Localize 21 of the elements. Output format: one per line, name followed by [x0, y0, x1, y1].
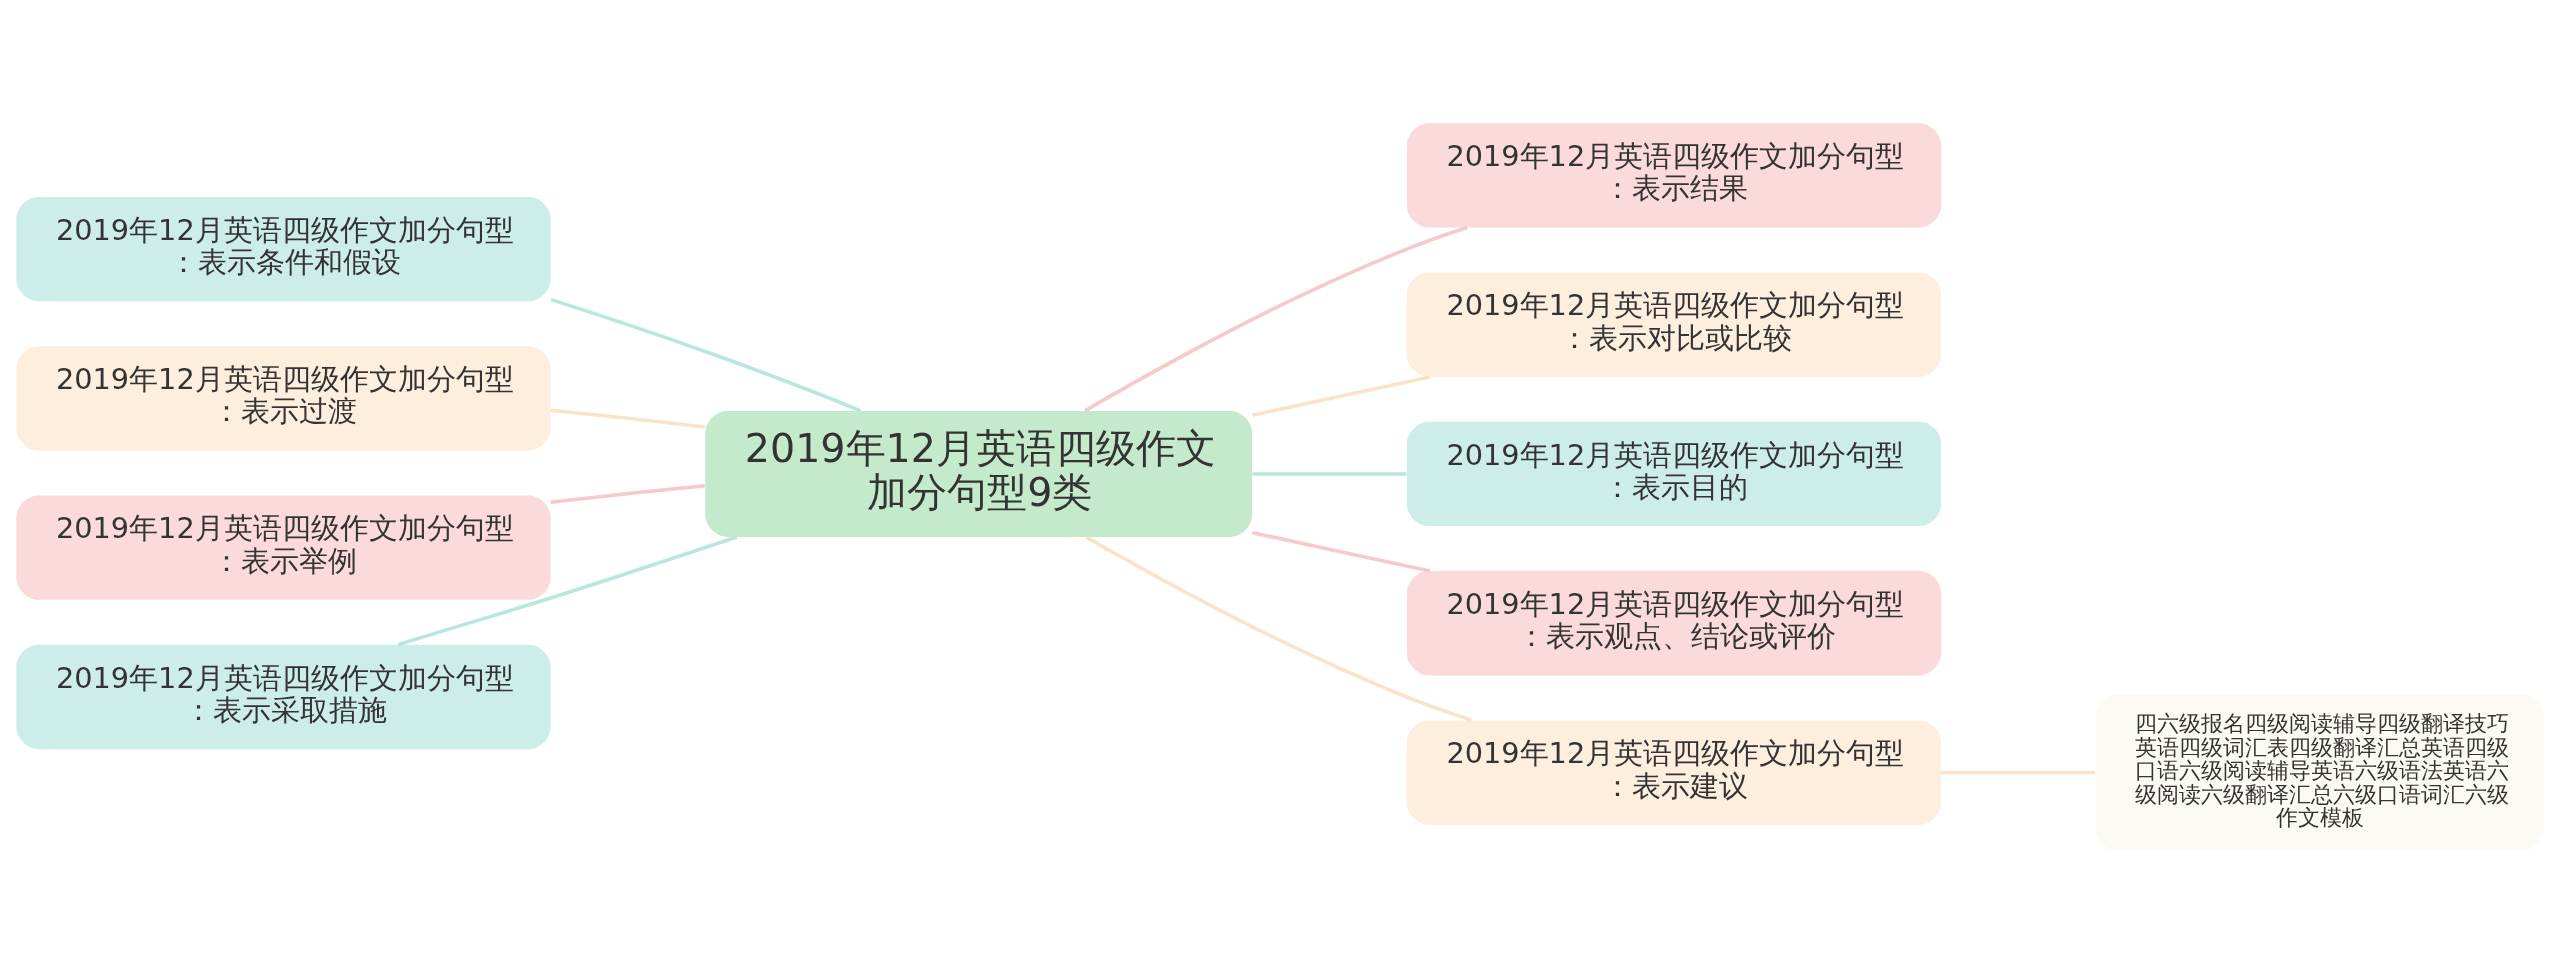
connector	[397, 534, 738, 647]
connector	[1084, 225, 1468, 412]
connector	[1252, 530, 1431, 573]
node-box: 2019年12月英语四级作文加分句型：表示结果	[1406, 122, 1942, 227]
connector	[1085, 535, 1472, 722]
node-box: 2019年12月英语四级作文加分句型：表示举例	[16, 495, 551, 600]
connector	[1941, 770, 2096, 774]
connector	[550, 483, 705, 504]
connector	[1252, 471, 1407, 476]
node-box: 2019年12月英语四级作文加分句型：表示条件和假设	[16, 196, 551, 301]
node-box: 2019年12月英语四级作文加分句型：表示观点、结论或评价	[1406, 570, 1942, 675]
node-box: 2019年12月英语四级作文加分句型：表示目的	[1406, 421, 1942, 526]
node-box: 2019年12月英语四级作文加分句型9类	[705, 410, 1253, 537]
connector	[550, 408, 705, 429]
node-box: 四六级报名四级阅读辅导四级翻译技巧英语四级词汇表四级翻译汇总英语四级口语六级阅读辅导英语六级语法英语六级阅读六级翻译汇总六级口语词汇六级作文模板	[2095, 693, 2544, 851]
connector	[550, 297, 862, 413]
node-box: 2019年12月英语四级作文加分句型：表示过渡	[16, 345, 551, 451]
node-box: 2019年12月英语四级作文加分句型：表示采取措施	[16, 644, 551, 749]
node-box: 2019年12月英语四级作文加分句型：表示对比或比较	[1406, 272, 1942, 377]
connector	[1252, 374, 1431, 417]
node-box: 2019年12月英语四级作文加分句型：表示建议	[1406, 719, 1942, 825]
